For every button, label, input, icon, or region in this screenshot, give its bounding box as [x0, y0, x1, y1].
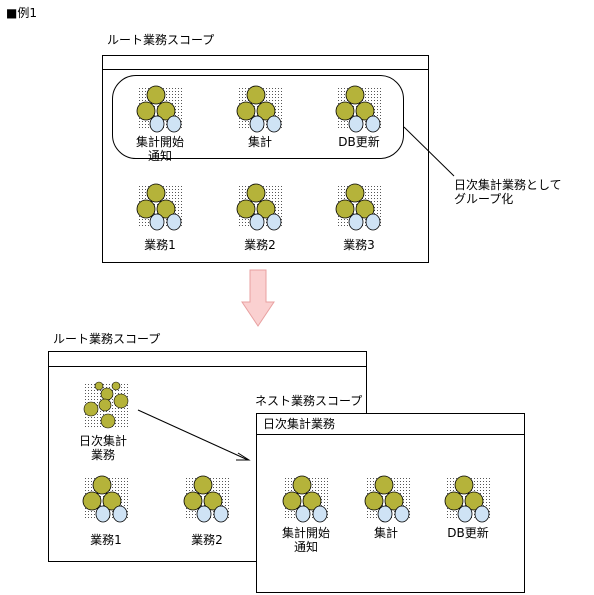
business-process-icon — [82, 475, 130, 523]
business-process-icon — [236, 85, 284, 133]
business-process-icon — [444, 475, 492, 523]
nesting-arrow — [137, 409, 251, 461]
nested-window-titlebar — [257, 434, 524, 435]
business-item-label: 業務1 — [90, 533, 122, 547]
transition-arrow-icon — [241, 269, 275, 327]
group-item-label: 集計 — [247, 135, 272, 149]
business-process-icon — [282, 475, 330, 523]
business-process-icon — [136, 183, 184, 231]
group-item-label: DB更新 — [338, 135, 380, 149]
business-process-icon — [136, 85, 184, 133]
callout-line — [403, 126, 455, 177]
bottom-root-scope-title: ルート業務スコープ — [53, 332, 161, 346]
business-process-icon — [335, 85, 383, 133]
business-process-icon — [236, 183, 284, 231]
group-item-label: 集計開始 通知 — [135, 135, 184, 163]
nested-window-title: 日次集計業務 — [263, 417, 336, 431]
business-item-label: 業務3 — [343, 238, 375, 252]
business-process-icon — [335, 183, 383, 231]
top-scope-title: ルート業務スコープ — [107, 33, 215, 47]
section-heading: ■例1 — [6, 6, 37, 20]
callout-text: 日次集計業務として グループ化 — [454, 178, 562, 206]
nested-item-label: 集計開始 通知 — [281, 526, 330, 554]
nested-scope-title: ネスト業務スコープ — [255, 394, 363, 408]
business-process-icon — [183, 475, 231, 523]
business-item-label: 業務1 — [144, 238, 176, 252]
nested-business-label: 日次集計 業務 — [78, 434, 127, 462]
bottom-window-titlebar — [49, 366, 366, 367]
business-process-icon — [364, 475, 412, 523]
nested-item-label: DB更新 — [447, 526, 489, 540]
top-window-titlebar — [103, 69, 428, 70]
business-item-label: 業務2 — [244, 238, 276, 252]
business-item-label: 業務2 — [191, 533, 223, 547]
nested-item-label: 集計 — [373, 526, 398, 540]
